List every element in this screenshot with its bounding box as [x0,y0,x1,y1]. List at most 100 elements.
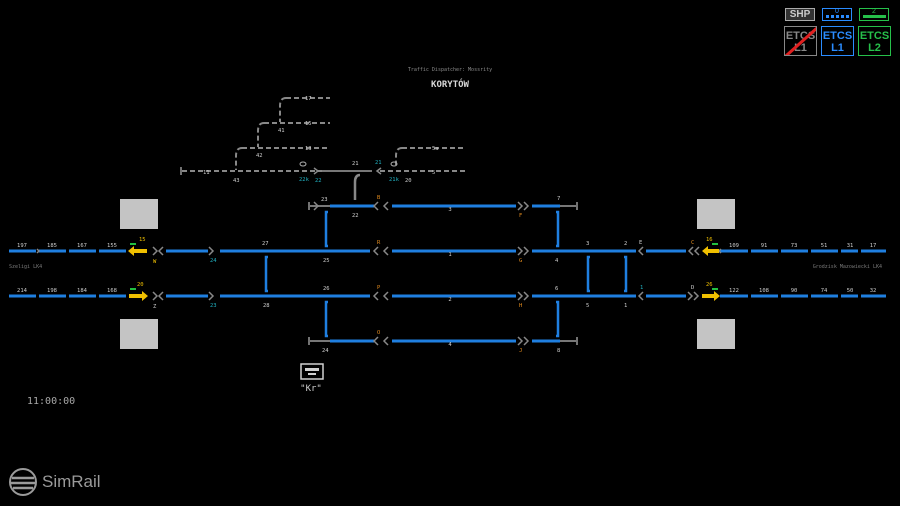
signal-p[interactable] [372,291,379,301]
siding-label-5a: 5a [432,146,439,152]
lbl-switch-8: 8 [557,348,560,354]
lbl-signal-15: 15 [139,237,146,243]
arrow-signal-16[interactable] [702,246,719,256]
block-labels: 197 185 167 155 214 198 184 168 109 91 7… [17,243,876,294]
signal-24-left[interactable] [208,246,215,256]
signal-w-b[interactable] [157,246,164,256]
siding-signal-21k[interactable] [375,167,382,175]
siding-connector-17 [279,97,287,122]
crossover-25-23[interactable] [324,210,328,248]
green-marker-16 [712,243,718,245]
signal-j[interactable] [517,336,524,346]
crossover-27-28[interactable] [264,255,268,293]
signal-r[interactable] [372,246,379,256]
lbl-122: 122 [729,288,739,294]
signal-z[interactable] [152,291,159,301]
arrow-signal-20[interactable] [129,291,148,301]
lbl-switch-28: 28 [263,303,270,309]
green-marker-26 [712,288,718,290]
signal-f-b[interactable] [523,201,530,211]
lbl-track-2: 2 [448,297,451,303]
direction-left: Szeligi LK4 [9,264,42,270]
arrow-signal-26[interactable] [702,291,720,301]
lbl-17: 17 [870,243,877,249]
lbl-letter-g: G [519,258,522,264]
lbl-switch-7: 7 [557,196,560,202]
lbl-cyan-24: 24 [210,258,217,264]
etcs-l1-button[interactable]: ETCS L1 [821,26,854,56]
etcs-l2-line1: ETCS [859,30,890,42]
simrail-logo-icon [9,468,37,496]
signal-g[interactable] [517,246,524,256]
arrow-signal-15[interactable] [128,246,147,256]
signal-1-right[interactable] [637,291,644,301]
lbl-switch-23: 23 [321,197,328,203]
signal-23-r[interactable] [313,201,320,211]
etcs-l2-button[interactable]: ETCS L2 [858,26,891,56]
signal-o-b[interactable] [382,336,389,346]
panel-left-bottom[interactable] [120,319,158,349]
etcs-level0-indicator[interactable]: 0 [822,8,852,21]
lbl-track-3: 3 [448,207,451,213]
crossover-4-5[interactable] [586,255,590,293]
signal-s-b[interactable] [382,201,389,211]
shp-indicator[interactable]: SHP [785,8,815,21]
signal-c-b[interactable] [693,246,700,256]
lbl-switch-1: 1 [624,303,627,309]
siding-connector-15 [257,122,265,147]
crossing-icon-inner [305,368,319,371]
lbl-letter-s: B [377,195,381,201]
signal-23-left[interactable] [208,291,215,301]
block-chev-l1 [36,248,41,254]
siding-signal-22k[interactable] [313,167,320,175]
lbl-switch-22: 22 [352,213,359,219]
lbl-signal-26: 26 [706,282,713,288]
lbl-73: 73 [791,243,798,249]
shp-label: SHP [789,9,811,20]
lbl-switch-5: 5 [586,303,589,309]
signal-e[interactable] [637,246,644,256]
signal-b-b[interactable] [693,291,700,301]
panel-left-top[interactable] [120,199,158,229]
lbl-108: 108 [759,288,769,294]
crossing-icon-inner-2 [308,373,316,375]
crossover-26-24[interactable] [324,300,328,338]
green-marker-15 [130,243,136,245]
lbl-185: 185 [47,243,57,249]
siding-switch-43: 43 [233,178,240,184]
lbl-switch-2: 2 [624,241,627,247]
signal-h-b[interactable] [523,291,530,301]
lbl-91: 91 [761,243,768,249]
signal-h[interactable] [517,291,524,301]
crossing-icon[interactable] [300,363,324,380]
crossing-label: "Kr" [300,384,322,394]
station-name: KORYTÓW [431,78,470,90]
lbl-letter-r: R [377,240,381,246]
crossover-7-3[interactable] [556,210,560,248]
etcs-level2-indicator[interactable]: 2 [859,8,889,21]
etcs-level2-bar [863,15,886,18]
signal-c[interactable] [687,246,694,256]
crossover-6-8[interactable] [556,300,560,338]
signal-w[interactable] [152,246,159,256]
signal-b[interactable] [687,291,694,301]
signal-r-b[interactable] [382,246,389,256]
siding-switch-22k: 22k [299,177,310,183]
siding-switch-21k: 21k [389,177,400,183]
etcs-off-button[interactable]: ETCS L1 [784,26,817,56]
crossover-2-1[interactable] [624,255,628,293]
panel-right-bottom[interactable] [697,319,735,349]
signal-z-b[interactable] [157,291,164,301]
siding-switch-20: 20 [405,178,412,184]
panel-right-top[interactable] [697,199,735,229]
signal-o[interactable] [372,336,379,346]
siding-switch-22: 22 [315,178,322,184]
signal-s[interactable] [372,201,379,211]
siding-label-11: 11 [203,170,210,176]
signal-j-b[interactable] [523,336,530,346]
dispatcher-caption: Traffic Dispatcher: Mossrity [408,67,492,73]
signal-p-b[interactable] [382,291,389,301]
signal-f[interactable] [517,201,524,211]
lbl-letter-e: E [639,240,642,246]
signal-g-b[interactable] [523,246,530,256]
